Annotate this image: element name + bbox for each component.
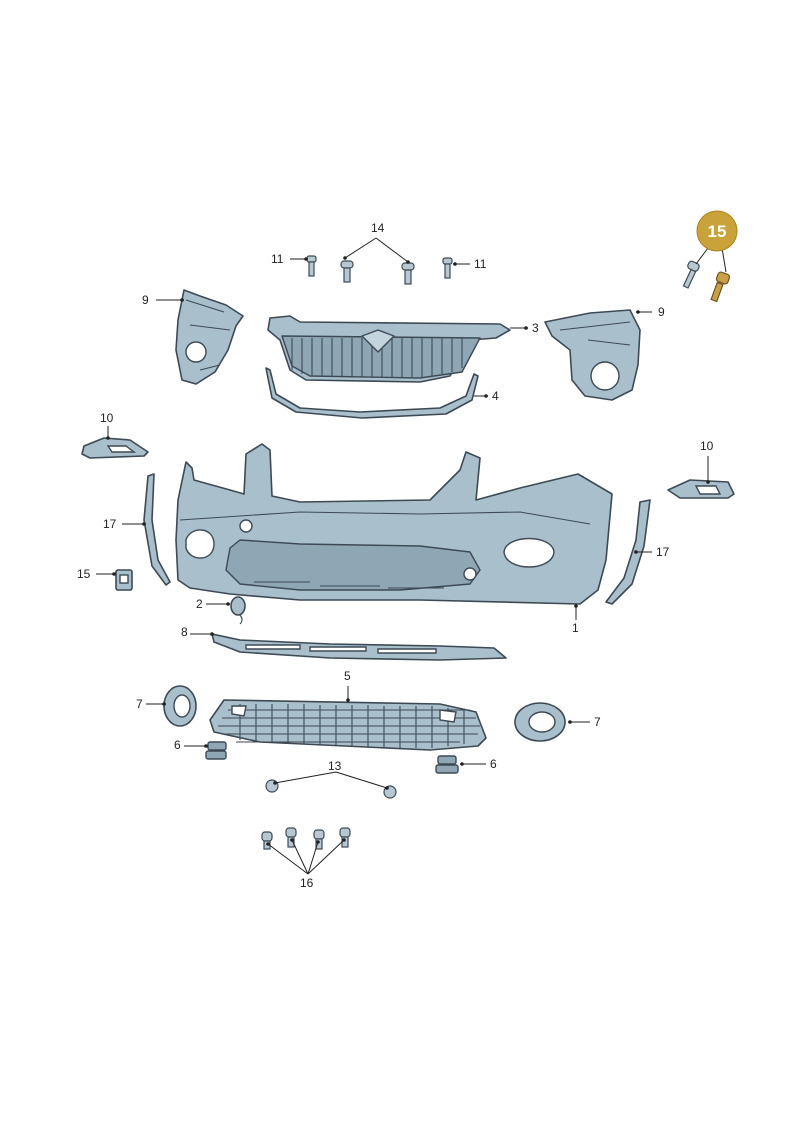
label-14: 15 — [77, 567, 91, 581]
honeycomb-pattern — [218, 704, 480, 748]
label-9-left: 9 — [142, 293, 149, 307]
screw-11-right — [442, 257, 453, 279]
label-7-left: 7 — [136, 697, 143, 711]
label-15: 15 — [708, 222, 727, 241]
cover-10-right — [667, 479, 735, 499]
highlight-badge-15[interactable]: 15 — [696, 210, 738, 252]
strip-17-left — [143, 473, 171, 586]
bumper-1 — [175, 443, 613, 605]
label-16: 16 — [300, 876, 314, 890]
grille-slats — [291, 338, 463, 377]
trim-strip-4 — [265, 367, 479, 419]
ring-7-left — [163, 685, 197, 727]
screw-15-gold — [710, 271, 731, 303]
bracket-9-left — [175, 289, 244, 385]
screw-12-right — [401, 262, 415, 285]
clip-6-right — [435, 755, 459, 774]
label-8: 8 — [181, 625, 188, 639]
bracket-9-right — [544, 309, 641, 401]
screw-11-left — [306, 255, 317, 277]
label-7-right: 7 — [594, 715, 601, 729]
ring-7-right — [514, 702, 566, 742]
clip-6-left — [205, 741, 227, 760]
label-5: 5 — [344, 669, 351, 683]
radiator-grille-3 — [267, 315, 511, 383]
label-11-right: 11 — [474, 257, 487, 271]
strip-17-right — [605, 499, 651, 605]
leader-lines — [96, 237, 727, 875]
spoiler-8 — [211, 633, 507, 661]
label-10-left: 10 — [100, 411, 114, 425]
screw-16-4 — [339, 827, 351, 848]
label-12: 14 — [371, 221, 385, 235]
label-6-right: 6 — [490, 757, 497, 771]
label-17-left: 17 — [103, 517, 117, 531]
tow-cap-2 — [230, 596, 246, 625]
label-2: 2 — [196, 597, 203, 611]
label-13: 13 — [328, 759, 342, 773]
label-3: 3 — [532, 321, 539, 335]
label-11-left: 11 — [271, 252, 284, 266]
clip-14 — [115, 569, 133, 591]
screw-16-2 — [285, 827, 297, 848]
label-17-right: 17 — [656, 545, 670, 559]
label-10-right: 10 — [700, 439, 714, 453]
screw-12-left — [340, 260, 354, 283]
cover-10-left — [81, 437, 149, 459]
callout-labels: 14 11 11 9 9 3 4 10 10 17 17 15 1 2 8 5 … — [77, 221, 714, 890]
label-1: 1 — [572, 621, 579, 635]
screw-15-silver — [682, 260, 700, 289]
lower-grille-5 — [209, 699, 487, 751]
screw-16-3 — [313, 829, 325, 850]
label-6-left: 6 — [174, 738, 181, 752]
label-9-right: 9 — [658, 305, 665, 319]
label-4: 4 — [492, 389, 499, 403]
